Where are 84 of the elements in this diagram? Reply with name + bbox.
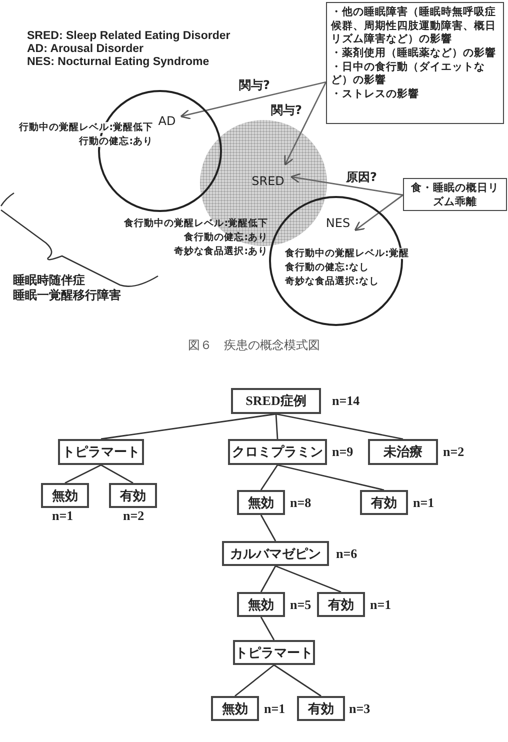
box — [41, 483, 89, 508]
text: 奇妙な食品選択:なし — [285, 276, 379, 288]
text: ・薬剤使用（睡眠薬など）の影響 — [331, 46, 497, 61]
abbreviation-text: AD: Arousal Disorder — [27, 43, 144, 56]
count-label: n=3 — [349, 701, 370, 717]
box — [222, 541, 329, 566]
count-label: n=1 — [413, 495, 434, 511]
abbreviation-text: NES: Nocturnal Eating Syndrome — [27, 56, 210, 70]
connector-line — [100, 413, 276, 440]
text: 食行動の健忘:なし — [285, 262, 369, 274]
count-label: n=5 — [290, 597, 312, 613]
connector-line — [260, 566, 276, 592]
text: 食行動の健忘:あり — [184, 232, 268, 244]
count-label: n=2 — [123, 508, 144, 524]
text: 食行動中の覚醒レベル:覚醒低下 — [124, 218, 268, 230]
text: クロミプラミン — [232, 444, 323, 461]
arrow — [180, 81, 326, 120]
text: 食行動中の覚醒レベル:覚醒 — [285, 248, 409, 260]
text: SRED症例 — [246, 392, 306, 410]
edge-label: 原因? — [345, 170, 378, 184]
count-label: n=8 — [290, 495, 312, 511]
text: 有効 — [120, 488, 146, 504]
text: 無効 — [248, 596, 274, 614]
box — [233, 640, 315, 665]
bracket-label: 睡眠一覚醒移行障害 — [13, 288, 121, 302]
circle-label: NES — [326, 216, 350, 230]
text: 有効 — [308, 700, 334, 718]
box — [109, 483, 157, 508]
connector-line — [64, 464, 102, 484]
box — [317, 592, 365, 617]
text: トピラマート — [62, 444, 140, 461]
count-label: n=1 — [370, 597, 392, 613]
edge-label: 関与? — [238, 78, 271, 92]
text: 奇妙な食品選択:あり — [174, 246, 268, 258]
connector-line — [100, 464, 134, 484]
circle-label: SRED — [252, 174, 284, 188]
text: カルバマゼピン — [230, 546, 321, 562]
connector-line — [275, 565, 342, 593]
edge-label: 関与? — [270, 103, 303, 118]
text: ・日中の食行動（ダイエットなど）の影響 — [331, 60, 486, 88]
connector-line — [275, 414, 278, 440]
circle-label: AD — [158, 114, 176, 128]
box — [368, 439, 438, 465]
count-label: n=6 — [336, 546, 358, 562]
text: 行動中の覚醒レベル:覚醒低下 — [19, 122, 153, 134]
box — [58, 439, 144, 465]
note-box — [403, 178, 507, 211]
text: トピラマート — [235, 644, 313, 662]
text: 行動の健忘:あり — [79, 136, 153, 148]
text: 有効 — [371, 494, 397, 512]
box — [237, 592, 285, 617]
text: 無効 — [248, 494, 274, 512]
text: 有効 — [328, 596, 354, 614]
text: ・ストレスの影響 — [331, 88, 420, 102]
text: 未治療 — [384, 444, 422, 461]
box — [360, 490, 408, 515]
figure-caption: 図６ 疾患の概念模式図 — [187, 338, 321, 352]
count-label: n=2 — [443, 444, 464, 460]
count-label: n=1 — [52, 508, 74, 524]
arrow — [284, 82, 327, 166]
count-label: n=1 — [264, 701, 286, 717]
bracket-label: 睡眠時随伴症 — [13, 273, 85, 288]
connector-line — [234, 664, 274, 697]
box — [231, 388, 321, 414]
count-label: n=9 — [332, 444, 354, 460]
box — [237, 490, 285, 515]
text: 無効 — [52, 488, 78, 504]
connector-line — [260, 616, 275, 640]
connector-line — [277, 464, 384, 491]
connector-line — [274, 664, 322, 697]
count-label: n=14 — [332, 393, 360, 409]
text: 食・睡眠の概日リズム乖離 — [410, 182, 500, 210]
connector-line — [276, 413, 404, 440]
box — [228, 439, 327, 465]
text: ・他の睡眠障害（睡眠時無呼吸症候群、周期性四肢運動障害、概日リズム障害など）の影響 — [331, 6, 497, 46]
arrow — [290, 173, 404, 196]
text: 無効 — [222, 700, 248, 718]
note-box — [326, 2, 504, 124]
abbreviation-text: SRED: Sleep Related Eating Disorder — [27, 30, 230, 44]
arrow — [354, 194, 404, 232]
connector-line — [260, 464, 278, 490]
box — [211, 696, 259, 721]
connector-line — [260, 514, 276, 542]
box — [297, 696, 345, 721]
